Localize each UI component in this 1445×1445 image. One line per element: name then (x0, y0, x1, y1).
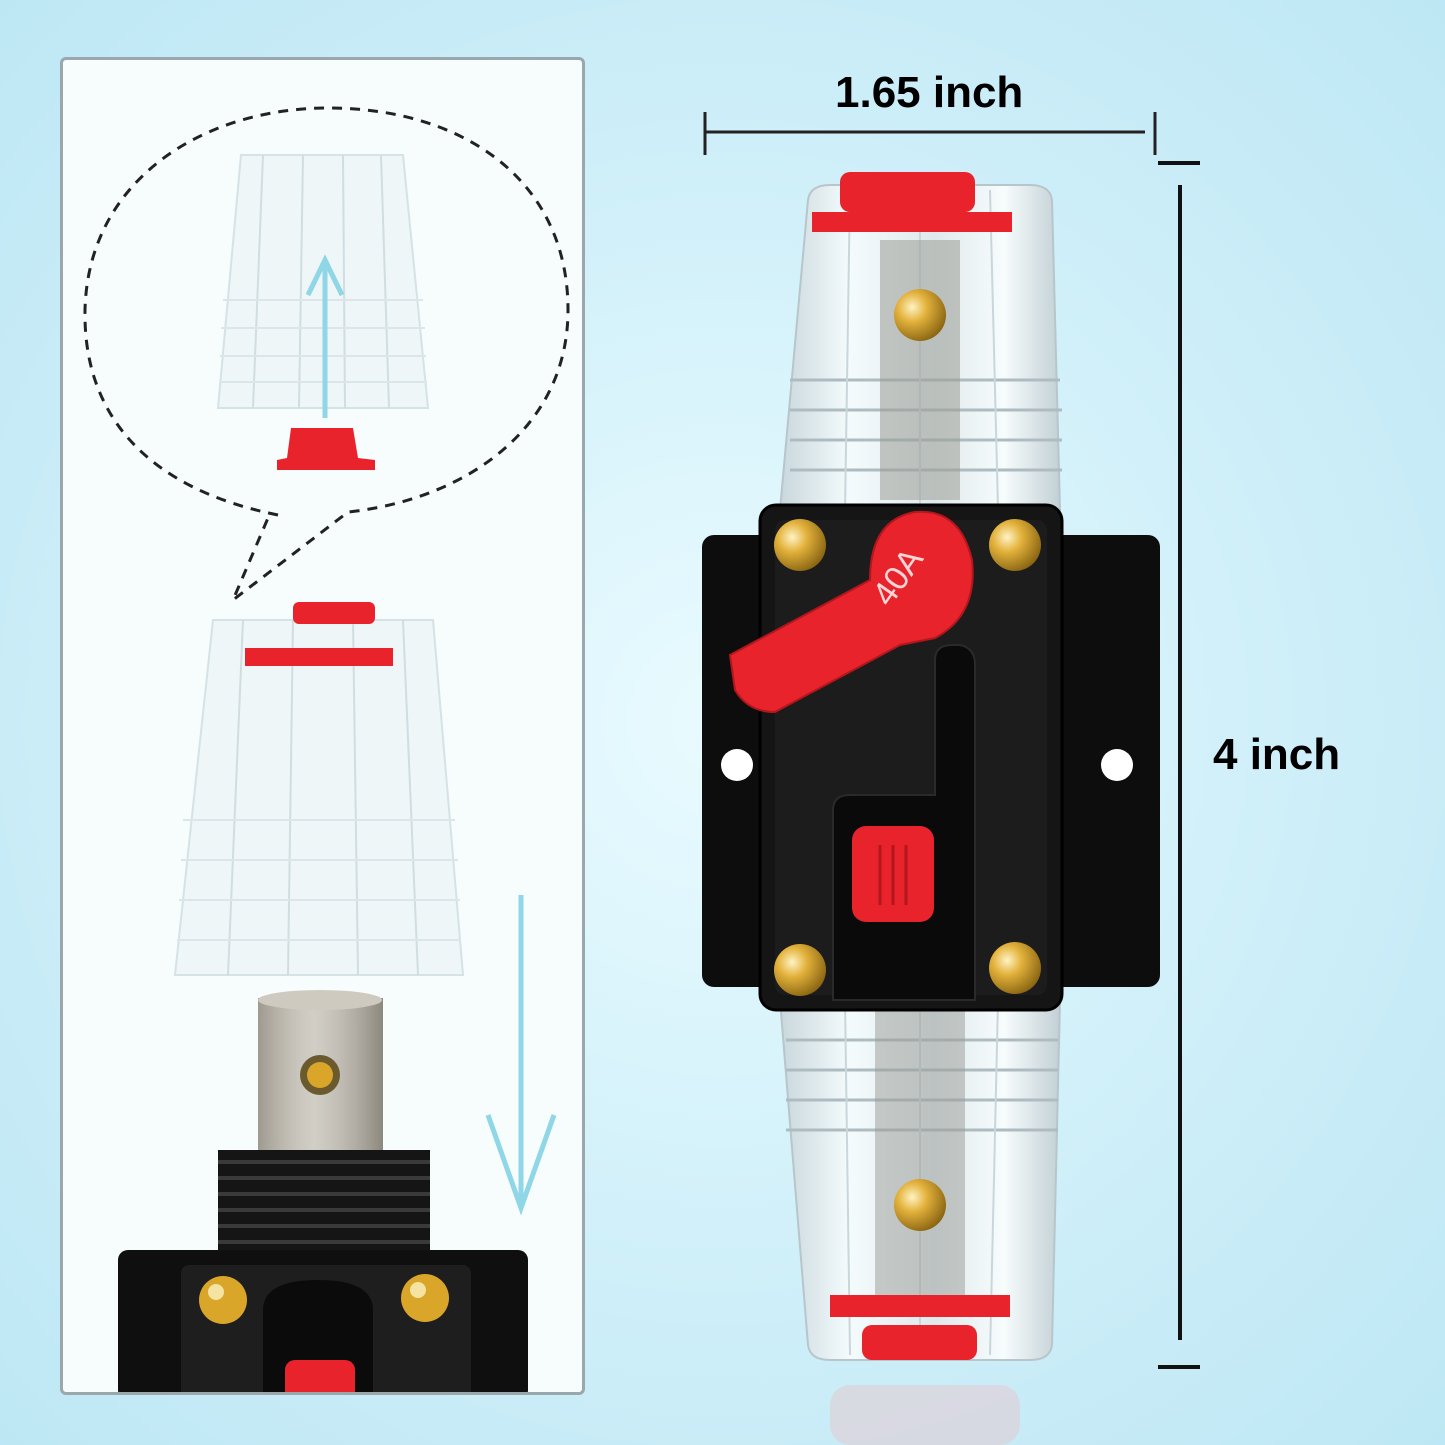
arrow-up-icon (305, 254, 345, 418)
lower-cap (173, 602, 465, 976)
screw-top-right (989, 519, 1041, 571)
upper-clear-housing (778, 172, 1062, 511)
dashed-callout-bubble (83, 106, 570, 605)
installation-illustration (83, 106, 570, 1392)
width-dimension-line (703, 112, 1157, 155)
trip-lever[interactable] (728, 510, 974, 714)
breaker-body-detail (118, 1250, 528, 1392)
screw-top-left (774, 519, 826, 571)
lower-clear-housing (778, 999, 1062, 1445)
arrow-down-icon (485, 895, 557, 1216)
terminal-post (258, 990, 383, 1158)
red-plug (277, 428, 375, 470)
reset-button[interactable] (852, 826, 934, 922)
height-dimension-line (1158, 161, 1200, 1369)
height-dimension-label: 4 inch (1213, 730, 1341, 779)
installation-panel (60, 57, 585, 1395)
screw-bottom-left (774, 944, 826, 996)
threaded-base (218, 1150, 430, 1250)
screw-bottom-right (989, 942, 1041, 994)
width-dimension-label: 1.65 inch (835, 68, 1024, 117)
